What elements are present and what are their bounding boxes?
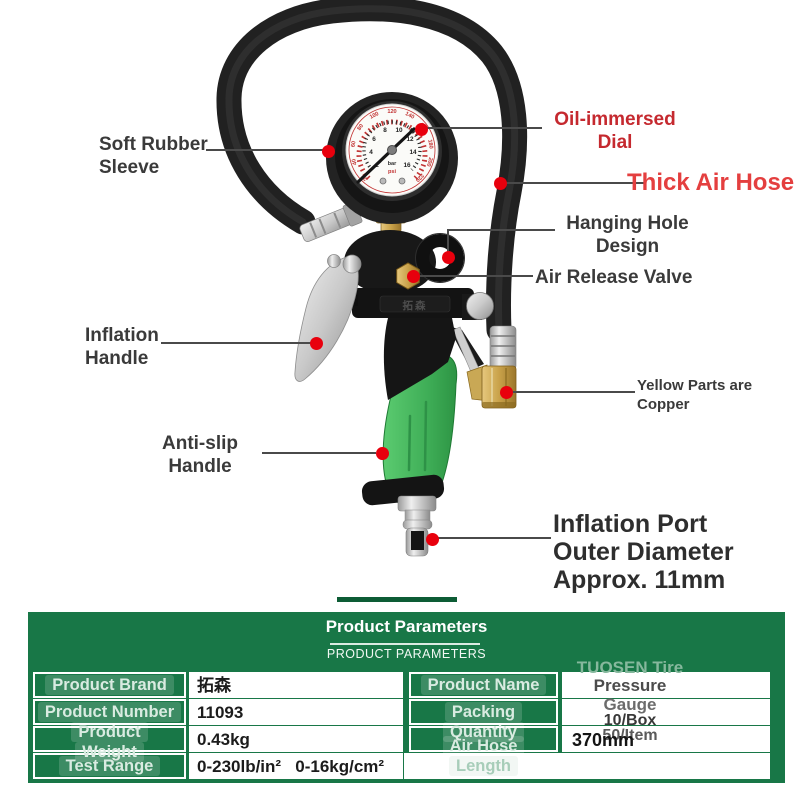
- callout-line-inflation-port: [438, 537, 551, 539]
- cell-packing-qty-label: [409, 699, 558, 725]
- rear-cap: [466, 292, 494, 320]
- cell-test-range-value: [189, 753, 403, 779]
- svg-text:120: 120: [387, 109, 396, 115]
- gauge-needle: [356, 127, 416, 184]
- pressure-gauge: 20 40 60 80 100 120 140 160 180 200 220 …: [326, 92, 458, 224]
- callout-line-thick-air-hose: [504, 182, 645, 184]
- callout-line-inflation-handle: [161, 342, 311, 344]
- cell-product-name-value: [562, 672, 770, 698]
- callout-thick-air-hose: Thick Air Hose: [627, 169, 795, 196]
- value-air-hose-length: 370mm: [572, 730, 635, 750]
- value-product-weight: 0.43kg: [197, 730, 250, 749]
- label-product-name: Product Name: [409, 675, 558, 695]
- callout-dot-hanging-hole: [441, 250, 455, 264]
- gauge-needle-hub: [387, 145, 397, 155]
- trigger-pivot: [327, 254, 341, 268]
- svg-text:180: 180: [426, 139, 433, 149]
- callout-dot-soft-rubber-sleeve: [321, 144, 335, 158]
- copper-chuck: [452, 325, 517, 409]
- cell-air-hose-value: [562, 726, 770, 752]
- callout-inflation-handle: Inflation Handle: [85, 325, 159, 369]
- anti-slip-handle: [382, 355, 458, 508]
- gauge-unit-bar: bar: [388, 161, 398, 167]
- air-hose: [216, 0, 528, 343]
- callout-yellow-parts-copper: Yellow Parts are Copper: [637, 377, 753, 413]
- callout-dot-anti-slip-handle: [375, 446, 389, 460]
- svg-text:10: 10: [395, 127, 403, 134]
- trigger-pivot: [342, 254, 362, 274]
- cell-product-number-label: [33, 699, 186, 725]
- value-product-name-line2: Pressure: [593, 676, 667, 695]
- callout-line-hanging-hole-drop: [447, 229, 449, 252]
- gauge-screw: [398, 177, 406, 185]
- table-subtitle-rule: [330, 643, 480, 645]
- svg-text:80: 80: [357, 123, 366, 132]
- callout-air-release-valve: Air Release Valve: [535, 267, 693, 288]
- callout-inflation-port: Inflation Port Outer Diameter Approx. 11…: [553, 510, 734, 594]
- callout-dot-inflation-port: [425, 532, 439, 546]
- callout-soft-rubber-sleeve: Soft Rubber Sleeve: [99, 134, 208, 178]
- svg-text:8: 8: [383, 127, 387, 134]
- label-test-range: Test Range: [33, 756, 186, 776]
- value-test-range: 0-230lb/in² 0-16kg/cm²: [197, 757, 385, 776]
- svg-text:12: 12: [406, 136, 414, 143]
- callout-line-yellow-copper: [512, 391, 635, 393]
- cell-bottom-wide: [404, 753, 770, 779]
- cell-product-brand-label: [33, 672, 186, 698]
- label-product-brand: Product Brand: [33, 675, 186, 695]
- callout-line-hanging-hole: [447, 229, 555, 231]
- svg-text:200: 200: [425, 156, 434, 167]
- gauge-screw: [379, 177, 387, 185]
- cell-air-hose-label: [409, 726, 558, 752]
- gauge-bar-tick-ring: [362, 120, 422, 171]
- callout-dot-yellow-copper: [499, 385, 513, 399]
- svg-text:220: 220: [414, 172, 425, 183]
- grip-upper: [383, 318, 456, 400]
- cell-product-brand-value: [189, 672, 403, 698]
- value-product-name-line1: TUOSEN Tire: [576, 658, 684, 677]
- svg-text:40: 40: [351, 158, 359, 166]
- svg-text:4: 4: [369, 149, 373, 156]
- value-packing-qty-line1: 10/Box: [603, 712, 657, 729]
- callout-hanging-hole-design: Hanging Hole Design: [566, 213, 689, 257]
- cell-product-weight-value: [189, 726, 403, 752]
- callout-oil-immersed-dial: Oil-immersed Dial: [554, 109, 676, 153]
- callout-line-oil-immersed-dial: [424, 127, 542, 129]
- cell-product-name-label: [409, 672, 558, 698]
- table-top-strip: [337, 597, 457, 602]
- table-subtitle: PRODUCT PARAMETERS: [326, 647, 487, 661]
- svg-text:100: 100: [369, 111, 380, 121]
- callout-dot-inflation-handle: [309, 336, 323, 350]
- value-product-name-line3: Gauge: [603, 695, 657, 714]
- inflation-port: [361, 474, 445, 557]
- label-product-number: Product Number: [33, 702, 186, 722]
- svg-text:6: 6: [372, 136, 376, 143]
- value-product-brand: 拓森: [197, 676, 231, 695]
- label-product-weight: Product Weight: [33, 722, 186, 762]
- callout-line-anti-slip-handle: [262, 452, 376, 454]
- svg-text:14: 14: [409, 149, 417, 156]
- value-product-number: 11093: [197, 703, 244, 722]
- body-brand-text: 拓森: [403, 299, 428, 312]
- cell-packing-qty-value: [562, 699, 770, 725]
- inflation-trigger: [294, 255, 359, 382]
- cell-test-range-label: [33, 753, 186, 779]
- value-packing-qty-line2: 50/Item: [602, 727, 658, 744]
- gauge-unit-psi: psi: [388, 169, 397, 175]
- callout-anti-slip-handle: Anti-slip Handle: [162, 433, 238, 477]
- callout-dot-oil-immersed-dial: [414, 122, 428, 136]
- callout-dot-air-release-valve: [406, 269, 420, 283]
- label-packing-quantity: Packing Quantity: [409, 702, 558, 742]
- callout-dot-thick-air-hose: [493, 176, 507, 190]
- svg-text:16: 16: [403, 162, 411, 169]
- gun-body: 拓森: [294, 230, 494, 400]
- cell-product-weight-label: [33, 726, 186, 752]
- callout-line-air-release-valve: [419, 275, 533, 277]
- svg-text:140: 140: [404, 111, 415, 121]
- callout-line-soft-rubber-sleeve: [206, 149, 323, 151]
- cell-product-number-value: [189, 699, 403, 725]
- table-title: Product Parameters: [325, 617, 488, 636]
- label-air-hose-length: Air Hose Length: [409, 736, 558, 776]
- svg-text:60: 60: [351, 141, 358, 148]
